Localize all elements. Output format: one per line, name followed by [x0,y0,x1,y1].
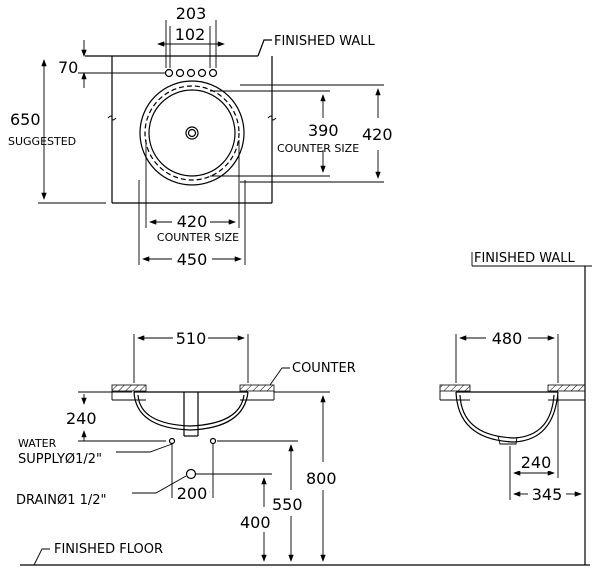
top-view: 203 102 70 650 SUGGESTED 390 COUNTER SIZ… [8,4,393,269]
water-label: WATER [18,437,57,450]
counter-size-right-label: COUNTER SIZE [277,142,359,155]
dim-70-label: 70 [58,58,78,77]
dim-480-label: 480 [492,329,523,348]
dim-400-label: 400 [240,513,271,532]
finished-wall-side-label: FINISHED WALL [474,251,576,266]
drain-label: DRAINØ1 1/2" [16,493,107,508]
dim-420-right-label: 420 [362,125,393,144]
dim-240-front-label: 240 [66,409,97,428]
counter-label: COUNTER [292,361,356,376]
supply-label: SUPPLYØ1/2" [18,452,102,467]
dim-240-side-label: 240 [521,453,552,472]
counter-size-bottom-label: COUNTER SIZE [157,231,239,244]
side-view: FINISHED WALL 480 240 345 [439,251,592,565]
dim-450-label: 450 [177,250,208,269]
suggested-label: SUGGESTED [8,135,76,148]
dim-200-label: 200 [177,484,208,503]
dim-345-label: 345 [532,485,563,504]
dim-420-bottom-label: 420 [177,212,208,231]
dim-650-label: 650 [10,110,41,129]
finished-wall-top-label: FINISHED WALL [274,34,376,49]
front-view: 510 COUNTER 240 WATER SUPPLYØ1/2" DRAINØ… [16,329,590,566]
dim-102-label: 102 [175,25,206,44]
dim-510-label: 510 [176,329,207,348]
dim-390-label: 390 [308,121,339,140]
dim-800-label: 800 [306,469,337,488]
dim-203-label: 203 [176,4,207,23]
dim-550-label: 550 [272,495,303,514]
finished-floor-label: FINISHED FLOOR [54,542,163,557]
